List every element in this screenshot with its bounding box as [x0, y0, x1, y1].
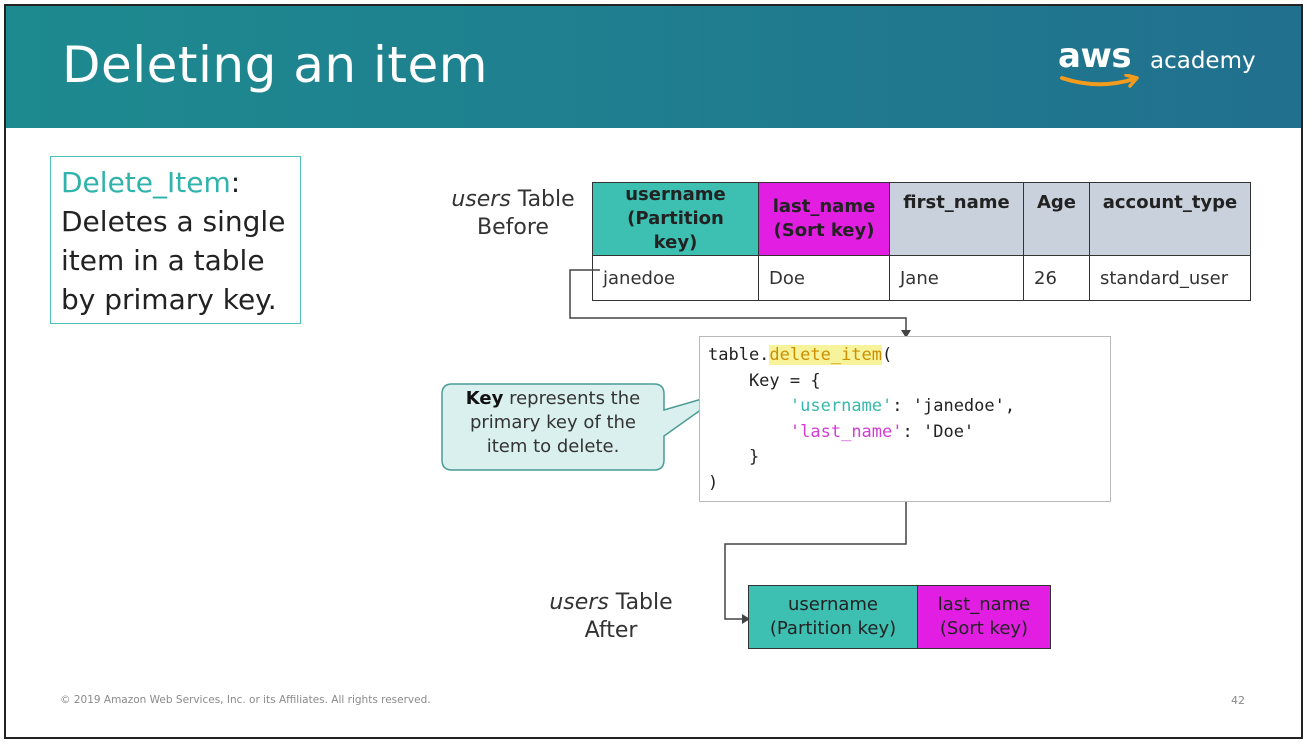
- code-close-brace: }: [708, 447, 760, 467]
- header-first-name: first_name: [889, 182, 1024, 256]
- page-number: 42: [1231, 694, 1245, 707]
- connector-before-to-code: [569, 269, 907, 332]
- header-account-type: account_type: [1089, 182, 1251, 256]
- code-object: table.: [708, 345, 770, 365]
- code-key-username: username: [800, 396, 883, 416]
- before-caption-word: Table: [517, 187, 575, 212]
- copyright-footer: © 2019 Amazon Web Services, Inc. or its …: [60, 694, 431, 706]
- logo-aws-text: aws: [1058, 36, 1132, 76]
- slide-header: Deleting an item aws academy: [6, 6, 1301, 128]
- table-row: janedoe Doe Jane 26 standard_user: [592, 255, 1251, 301]
- header-last-name: last_name(Sort key): [917, 585, 1051, 649]
- definition-separator: :: [230, 166, 241, 199]
- code-method-highlight: delete_item: [769, 345, 883, 365]
- after-caption-state: After: [584, 618, 638, 643]
- header-age: Age: [1023, 182, 1090, 256]
- code-block: table.delete_item( Key = { 'username': '…: [699, 336, 1111, 502]
- logo-academy-text: academy: [1150, 48, 1256, 74]
- definition-description: Deletes a single item in a table by prim…: [61, 205, 286, 316]
- callout-text: Key represents the primary key of the it…: [465, 388, 641, 457]
- connector-lines: [441, 269, 911, 624]
- before-caption-state: Before: [477, 215, 549, 240]
- aws-academy-logo: aws academy: [1058, 36, 1258, 100]
- code-value-last-name: : 'Doe': [902, 421, 975, 442]
- header-username: username(Partition key): [592, 182, 759, 256]
- after-caption-table-name: users: [549, 590, 609, 615]
- before-caption: users Table Before: [438, 186, 588, 242]
- callout-bold-term: Key: [465, 388, 504, 409]
- code-key-last-name: last_name: [800, 421, 893, 442]
- after-caption-word: Table: [615, 590, 673, 615]
- aws-smile-arrow-icon: [1060, 74, 1139, 88]
- cell-account-type: standard_user: [1089, 255, 1251, 301]
- connector-code-to-after: [724, 502, 907, 620]
- slide: Deleting an item aws academy Delete_Item…: [4, 4, 1303, 739]
- arrowhead-to-after: [742, 614, 750, 624]
- code-close-paren: ): [708, 472, 719, 493]
- header-last-name: last_name(Sort key): [758, 182, 890, 256]
- cell-age: 26: [1023, 255, 1090, 301]
- users-table-after: username(Partition key) last_name(Sort k…: [748, 585, 1051, 649]
- code-key-line: Key = {: [708, 370, 821, 391]
- users-table-before: username(Partition key) last_name(Sort k…: [592, 182, 1251, 301]
- header-username: username(Partition key): [748, 585, 918, 649]
- before-caption-table-name: users: [451, 187, 511, 212]
- cell-first-name: Jane: [889, 255, 1024, 301]
- cell-username: janedoe: [592, 255, 759, 301]
- definition-term: Delete_Item: [61, 166, 231, 199]
- definition-box: Delete_Item: Deletes a single item in a …: [50, 156, 301, 324]
- cell-last-name: Doe: [758, 255, 890, 301]
- arrowhead-to-code: [901, 330, 911, 338]
- code-open-paren: (: [882, 345, 893, 365]
- callout-bubble: [441, 383, 727, 471]
- after-caption: users Table After: [536, 589, 686, 645]
- slide-title: Deleting an item: [62, 36, 488, 94]
- table-header-row: username(Partition key) last_name(Sort k…: [592, 182, 1251, 256]
- table-header-row: username(Partition key) last_name(Sort k…: [748, 585, 1051, 649]
- code-value-username: : 'janedoe',: [892, 396, 1016, 416]
